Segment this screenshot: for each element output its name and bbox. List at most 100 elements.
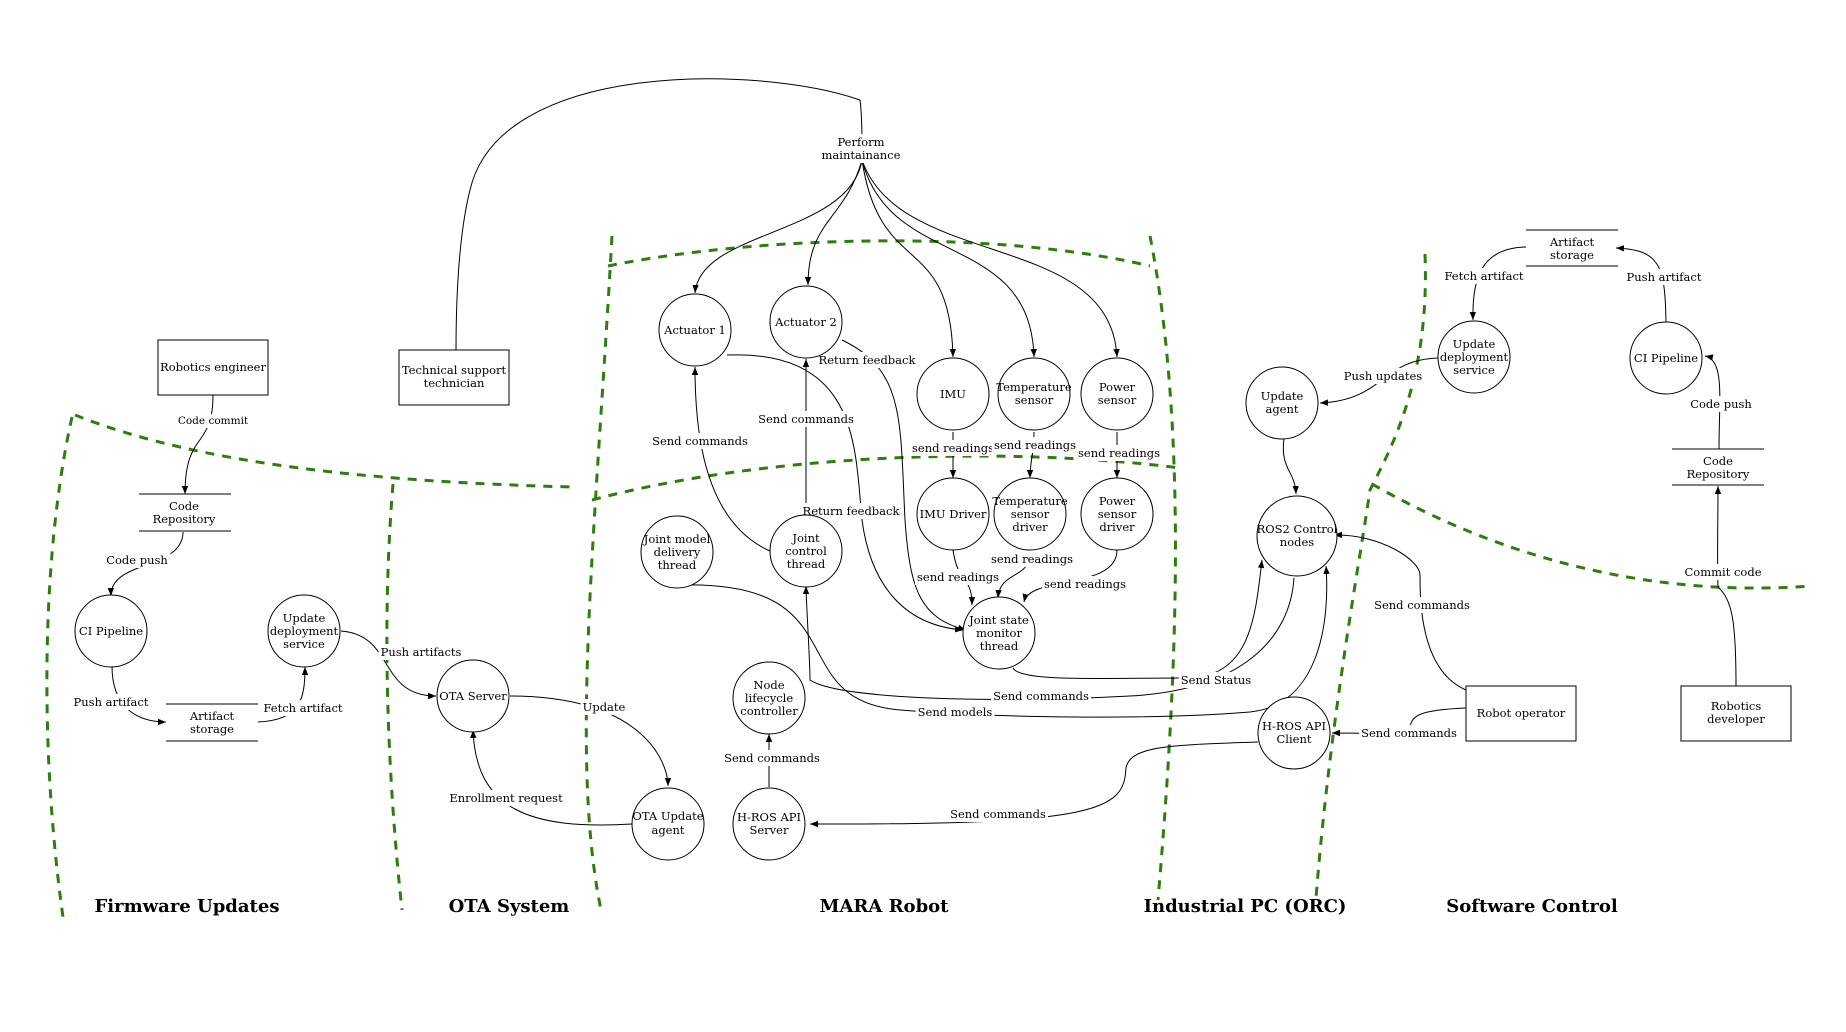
process-ros2-control-nodes: ROS2 Control nodes: [1256, 495, 1338, 577]
svg-text:IMU: IMU: [940, 387, 966, 401]
label-sw-fetch-artifact: Fetch artifact: [1444, 269, 1523, 283]
zone-title-mara: MARA Robot: [820, 896, 950, 917]
svg-text:Power: Power: [1099, 494, 1136, 508]
svg-text:Joint: Joint: [791, 531, 820, 545]
flow-label-background: [1341, 368, 1425, 384]
svg-text:Power: Power: [1099, 380, 1136, 394]
svg-text:H-ROS API: H-ROS API: [737, 810, 801, 824]
process-sw-ci-pipeline: CI Pipeline: [1629, 321, 1703, 395]
zone-title-software: Software Control: [1446, 896, 1618, 917]
flow-labels: Code commit Code push Push artifact Fetc…: [71, 134, 1764, 822]
svg-text:storage: storage: [190, 722, 234, 736]
svg-text:Actuator 2: Actuator 2: [774, 315, 837, 329]
svg-text:ROS2 Control: ROS2 Control: [1257, 522, 1338, 536]
label-send-commands-ros: Send commands: [993, 689, 1089, 703]
label-send-commands-operator-client: Send commands: [1361, 726, 1457, 740]
boundary-firmware-top: [74, 413, 573, 489]
svg-text:deployment: deployment: [270, 624, 339, 638]
flow-label-background: [835, 134, 887, 150]
flow-push-artifacts: [340, 630, 437, 700]
store-sw-artifact-storage: Artifact storage: [1526, 229, 1618, 267]
flow-label-background: [378, 644, 464, 660]
flow-label-background: [1042, 576, 1129, 592]
data-stores: Code Repository Artifact storage Artifac…: [139, 229, 1764, 742]
label-code-commit: Code commit: [178, 415, 249, 427]
label-sw-code-push: Code push: [1690, 397, 1752, 411]
label-push-artifacts: Push artifacts: [381, 645, 462, 659]
svg-text:control: control: [785, 544, 827, 558]
label-send-models: Send models: [918, 705, 993, 719]
svg-text:Code: Code: [1703, 454, 1733, 468]
flow-label-background: [1682, 564, 1764, 580]
label-send-readings-power: send readings: [1078, 446, 1160, 460]
flow-label-background: [989, 551, 1076, 567]
label-fw-fetch-artifact: Fetch artifact: [263, 701, 342, 715]
svg-text:driver: driver: [1012, 520, 1048, 534]
flow-label-background: [756, 411, 856, 427]
label-perform-maintenance-2: maintainance: [822, 148, 901, 162]
label-return-feedback-1: Return feedback: [803, 504, 901, 518]
boundary-firmware-left: [45, 416, 74, 925]
process-temperature-driver: Temperature sensor driver: [992, 477, 1068, 551]
process-hros-api-server: H-ROS API Server: [732, 787, 806, 861]
store-fw-code-repository: Code Repository: [139, 493, 231, 532]
flow-code-commit: [181, 394, 214, 495]
label-send-readings-power-driver: send readings: [1044, 577, 1126, 591]
svg-text:Client: Client: [1277, 732, 1312, 746]
process-ota-server: OTA Server: [436, 659, 510, 733]
process-joint-state-monitor: Joint state monitor thread: [962, 596, 1036, 670]
flow-send-models: [679, 565, 1330, 718]
zone-titles: Firmware Updates OTA System MARA Robot I…: [95, 896, 1618, 917]
process-imu-driver: IMU Driver: [916, 477, 990, 551]
label-return-feedback-2: Return feedback: [819, 353, 917, 367]
process-actuator-2: Actuator 2: [769, 285, 843, 359]
boundary-software-left: [1314, 253, 1427, 899]
flow-label-background: [722, 750, 822, 766]
flow-label-background: [800, 503, 903, 519]
flow-label-background: [580, 699, 628, 715]
trust-boundaries: [45, 235, 1813, 925]
entity-robot-operator: Robot operator: [1465, 685, 1577, 742]
svg-text:controller: controller: [740, 704, 798, 718]
svg-text:lifecycle: lifecycle: [745, 691, 793, 705]
svg-text:H-ROS API: H-ROS API: [1262, 719, 1326, 733]
process-imu: IMU: [916, 357, 990, 431]
boundary-mara-top: [607, 239, 1151, 268]
process-ota-update-agent: OTA Update agent: [631, 787, 705, 861]
flow-label-background: [910, 440, 997, 456]
store-sw-code-repository: Code Repository: [1672, 448, 1764, 486]
data-flows: [107, 78, 1737, 828]
flow-label-background: [992, 437, 1079, 453]
svg-text:technician: technician: [424, 376, 485, 390]
process-sw-update-deployment: Update deployment service: [1437, 320, 1511, 394]
flow-label-background: [650, 433, 750, 449]
svg-text:Artifact: Artifact: [1549, 235, 1595, 249]
svg-text:driver: driver: [1099, 520, 1135, 534]
label-push-updates: Push updates: [1344, 369, 1423, 383]
flow-label-background: [991, 688, 1091, 704]
entity-technical-support: Technical support technician: [398, 349, 510, 406]
flow-label-background: [915, 704, 995, 720]
svg-text:Joint model: Joint model: [643, 532, 711, 546]
svg-text:Node: Node: [753, 678, 784, 692]
flow-label-background: [1178, 672, 1254, 688]
svg-text:thread: thread: [658, 558, 697, 572]
store-fw-artifact-storage: Artifact storage: [166, 703, 258, 742]
svg-text:storage: storage: [1550, 248, 1594, 262]
svg-text:Temperature: Temperature: [996, 380, 1072, 394]
svg-text:Robotics: Robotics: [1711, 699, 1762, 713]
boundary-mara-right: [1148, 235, 1177, 901]
label-perform-maintenance-1: Perform: [837, 135, 884, 149]
flow-label-background: [1688, 396, 1755, 412]
label-commit-code: Commit code: [1684, 565, 1761, 579]
label-send-commands-operator-ros: Send commands: [1374, 598, 1470, 612]
flow-label-background: [1359, 725, 1459, 741]
zone-title-ipc: Industrial PC (ORC): [1144, 896, 1347, 917]
svg-text:CI Pipeline: CI Pipeline: [79, 624, 143, 638]
process-joint-model-delivery: Joint model delivery thread: [640, 515, 714, 589]
svg-text:Update: Update: [283, 611, 326, 625]
processes: CI Pipeline Update deployment service OT…: [74, 285, 1703, 861]
flow-label-background: [175, 414, 251, 428]
svg-text:monitor: monitor: [976, 626, 1022, 640]
